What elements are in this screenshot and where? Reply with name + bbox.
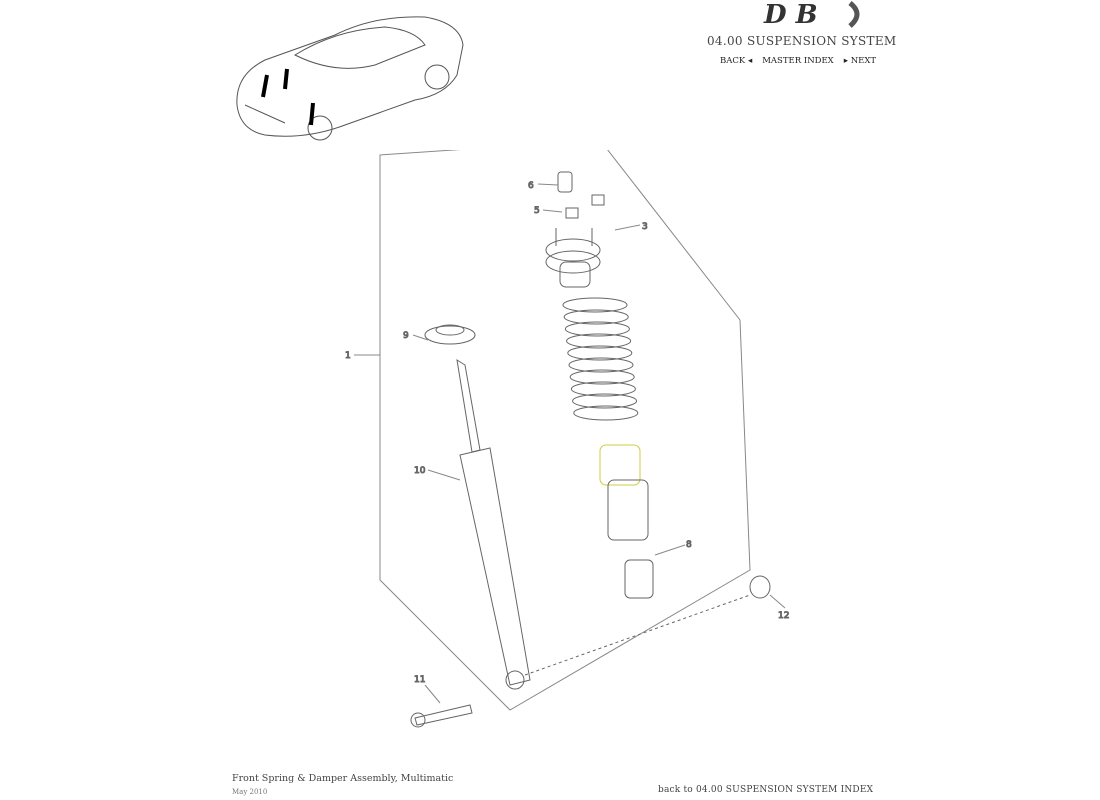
- diagram-title: Front Spring & Damper Assembly, Multimat…: [232, 773, 454, 784]
- spring-coil: [567, 345, 633, 361]
- callout-9[interactable]: 9: [403, 331, 410, 342]
- spring-coil: [563, 309, 629, 325]
- upper-insulator-part: [424, 324, 476, 345]
- back-to-index-link[interactable]: back to 04.00 SUSPENSION SYSTEM INDEX: [658, 785, 874, 795]
- bump-cap-part: [557, 171, 573, 193]
- svg-text:D B: D B: [763, 0, 818, 28]
- spring-coil: [570, 381, 636, 397]
- damper-part: [456, 358, 531, 690]
- parts-diagram: 1 3 5 6 8 9 10 11 12: [345, 150, 790, 728]
- spring-seat-part: [599, 444, 649, 541]
- bump-stop-part: [624, 559, 654, 599]
- callout-3[interactable]: 3: [642, 222, 649, 233]
- spring-coil: [569, 369, 635, 385]
- master-index-link[interactable]: MASTER INDEX: [762, 56, 834, 66]
- callout-11[interactable]: 11: [414, 675, 426, 686]
- callout-12[interactable]: 12: [778, 611, 790, 622]
- nut-part: [565, 194, 605, 219]
- spring-coil: [568, 357, 634, 373]
- coil-spring-part: [562, 297, 639, 421]
- bush-part: [749, 575, 771, 599]
- bolt-part: [410, 704, 473, 728]
- car-locator-illustration: [236, 16, 464, 141]
- navigation-bar: BACK ◂ MASTER INDEX ▸ NEXT: [720, 56, 876, 66]
- callout-1[interactable]: 1: [345, 351, 352, 362]
- top-mount-part: [545, 228, 601, 288]
- spring-coil: [572, 393, 638, 409]
- back-link[interactable]: BACK ◂: [720, 56, 753, 66]
- db9-logo: D B: [763, 0, 860, 28]
- spring-coil: [566, 333, 632, 349]
- spring-coil: [573, 405, 639, 421]
- next-link[interactable]: ▸ NEXT: [843, 56, 877, 66]
- spring-coil: [564, 321, 630, 337]
- callout-6[interactable]: 6: [528, 181, 535, 192]
- callout-10[interactable]: 10: [414, 466, 427, 477]
- callout-8[interactable]: 8: [686, 540, 693, 551]
- spring-coil: [562, 297, 628, 313]
- callout-5[interactable]: 5: [534, 206, 541, 217]
- section-title: 04.00 SUSPENSION SYSTEM: [707, 34, 897, 48]
- diagram-date: May 2010: [232, 788, 268, 796]
